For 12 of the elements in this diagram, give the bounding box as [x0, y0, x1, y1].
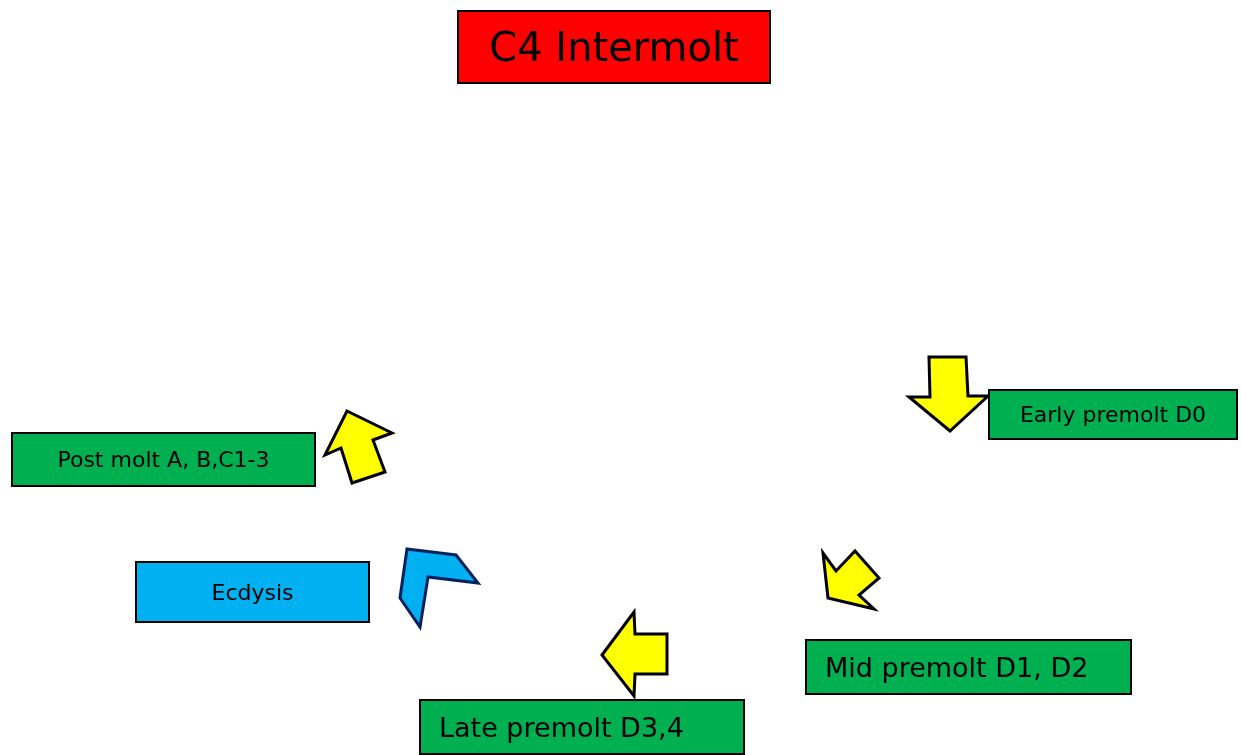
stage-label: Post molt A, B,C1-3: [57, 447, 270, 472]
stage-label: Late premolt D3,4: [439, 711, 684, 743]
stage-box: [805, 639, 1132, 695]
stage-box: [419, 699, 745, 755]
stage-box: [11, 432, 316, 487]
stage-box: [457, 10, 771, 84]
stage-label: Mid premolt D1, D2: [825, 651, 1089, 683]
stage-label: Early premolt D0: [1019, 402, 1207, 427]
stage-box: [135, 561, 370, 623]
stage-label: Ecdysis: [211, 579, 294, 605]
stage-label: C4 Intermolt: [489, 24, 739, 70]
stage-box: [988, 389, 1238, 440]
